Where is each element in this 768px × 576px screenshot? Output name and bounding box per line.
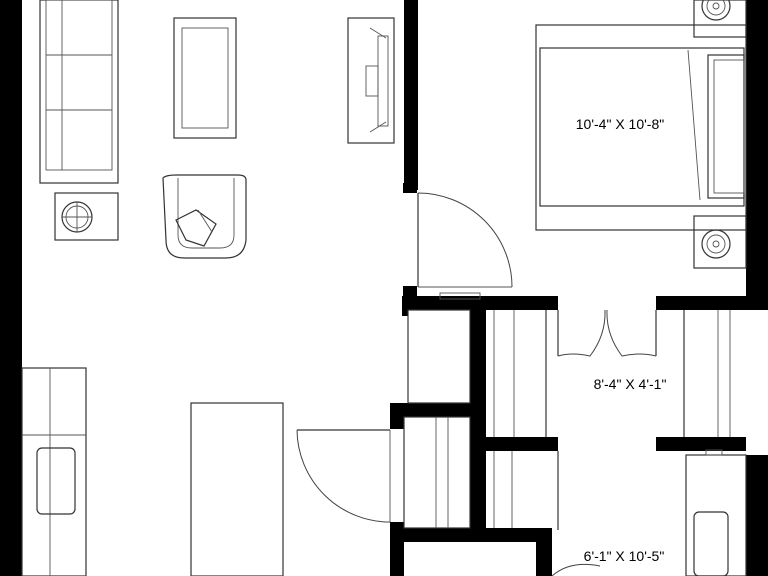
bath-dimension-label: 6'-1" X 10'-5": [584, 548, 665, 564]
side-table-lamp: [54, 192, 119, 241]
wall-right-exterior-top: [746, 0, 768, 300]
wall-bath-stub: [536, 528, 552, 576]
wall-right-exterior-bottom: [746, 455, 768, 576]
wall-closet-bottom-right: [656, 437, 746, 451]
wall-bedroom-bottom-right: [656, 296, 768, 310]
wall-bedroom-bottom-left: [402, 296, 558, 310]
wall-bottom-horizontal: [390, 528, 536, 542]
hall-door: [296, 429, 391, 523]
bedroom-door: [403, 183, 513, 300]
coffee-table: [173, 17, 237, 139]
wall-closet-bottom-left: [486, 437, 558, 451]
bathroom-fixtures: [551, 449, 747, 576]
storage-cabinet: [21, 367, 87, 576]
nightstand-bottom: [693, 215, 747, 269]
sofa: [39, 0, 119, 184]
wall-bedroom-left: [404, 0, 418, 190]
bed: [535, 24, 747, 231]
armchair: [162, 174, 247, 259]
wall-left-exterior: [0, 0, 22, 576]
bedroom-dimension-label: 10'-4" X 10'-8": [576, 116, 664, 132]
closet-dimension-label: 8'-4" X 4'-1": [594, 376, 667, 392]
tv-console: [347, 17, 395, 144]
wall-hall-left: [402, 296, 408, 316]
closet-doors: [557, 309, 657, 357]
closet-shelves: [403, 309, 731, 529]
nightstand-top: [693, 0, 747, 38]
kitchen-island: [190, 402, 284, 576]
wall-closet-spine: [470, 305, 486, 535]
wall-lower-left-jamb: [390, 403, 404, 429]
wall-mid-horizontal: [390, 403, 474, 417]
